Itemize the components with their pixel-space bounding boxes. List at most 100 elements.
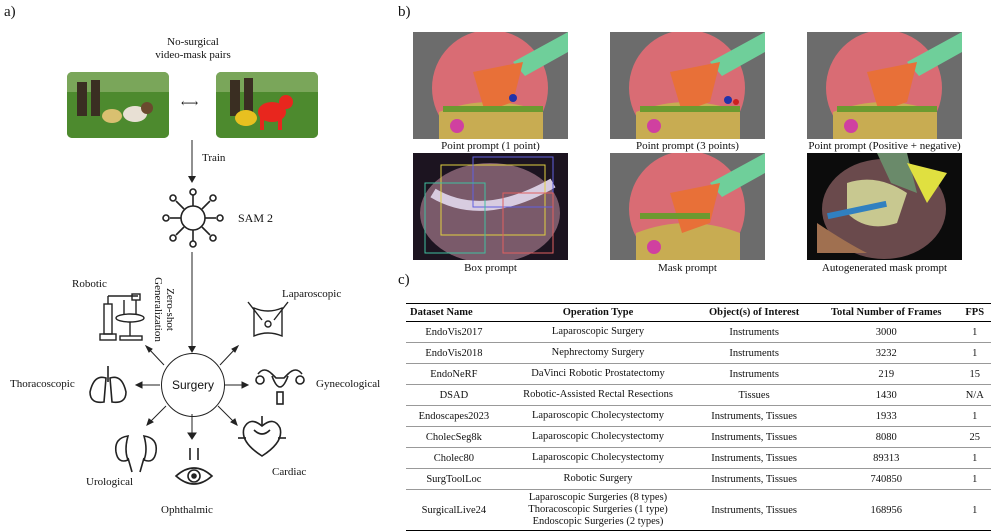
cell-operation-type: Laparoscopic Surgeries (8 types)Thoracos… (501, 489, 695, 531)
cell-dataset-name: EndoNeRF (406, 363, 502, 385)
video-frame-image (67, 72, 169, 138)
cell-objects: Instruments, Tissues (694, 447, 814, 469)
pairs-caption: No-surgical video-mask pairs (138, 36, 248, 62)
surgery-type-thoracoscopic: Thoracoscopic (10, 378, 75, 390)
cell-frames: 168956 (813, 489, 959, 531)
operation-type-line: Robotic-Assisted Rectal Resections (523, 389, 673, 400)
cell-objects: Instruments, Tissues (694, 468, 814, 490)
column-header-operation-type: Operation Type (501, 303, 695, 322)
robotic-surgery-icon (99, 293, 145, 341)
cell-fps: 1 (958, 321, 991, 343)
cell-operation-type: DaVinci Robotic Prostatectomy (501, 363, 695, 385)
cell-operation-type: Laparoscopic Surgery (501, 321, 695, 343)
operation-type-line: Thoracoscopic Surgeries (1 type) (528, 504, 668, 515)
train-label: Train (202, 152, 226, 164)
cell-frames: 3232 (813, 342, 959, 364)
kidneys-icon (114, 435, 158, 473)
surgery-type-ophthalmic: Ophthalmic (161, 504, 213, 516)
cell-fps: 15 (958, 363, 991, 385)
cell-dataset-name: CholecSeg8k (406, 426, 502, 448)
cell-frames: 8080 (813, 426, 959, 448)
cell-objects: Instruments, Tissues (694, 426, 814, 448)
point-prompt-positive-negative-image (807, 32, 962, 139)
prompt-caption-mask: Mask prompt (658, 262, 717, 274)
column-header-frames: Total Number of Frames (813, 303, 959, 322)
cell-objects: Instruments, Tissues (694, 489, 814, 531)
operation-type-line: Endoscopic Surgeries (2 types) (532, 516, 664, 527)
cell-dataset-name: SurgToolLoc (406, 468, 502, 490)
cell-operation-type: Robotic Surgery (501, 468, 695, 490)
surgery-type-robotic: Robotic (72, 278, 107, 290)
cell-objects: Tissues (694, 384, 814, 406)
zero-shot-label-container: Zero-shot Generalization (152, 262, 176, 352)
operation-type-line: Laparoscopic Surgery (551, 326, 645, 337)
operation-type-line: Nephrectomy Surgery (551, 347, 645, 358)
column-header-fps: FPS (958, 303, 991, 322)
panel-a-connectors (134, 140, 250, 440)
uterus-icon (255, 369, 305, 405)
bidirectional-arrow-icon: ⟷ (181, 96, 199, 110)
cell-dataset-name: Cholec80 (406, 447, 502, 469)
column-header-dataset-name: Dataset Name (406, 303, 502, 322)
prompt-caption-point-pos-neg: Point prompt (Positive + negative) (808, 140, 961, 152)
prompt-caption-box: Box prompt (464, 262, 517, 274)
surgery-type-cardiac: Cardiac (272, 466, 307, 478)
cell-objects: Instruments, Tissues (694, 405, 814, 427)
cell-frames: 1933 (813, 405, 959, 427)
eye-icon (174, 448, 214, 485)
cell-fps: 1 (958, 342, 991, 364)
lungs-icon (89, 366, 127, 404)
dataset-table: Dataset Name Operation Type Object(s) of… (406, 303, 991, 531)
cell-operation-type: Nephrectomy Surgery (501, 342, 695, 364)
cell-objects: Instruments (694, 321, 814, 343)
panel-b-label: b) (398, 4, 411, 20)
box-prompt-image (413, 153, 568, 260)
table-row: EndoVis2018 Nephrectomy Surgery Instrument… (406, 342, 991, 364)
cell-frames: 3000 (813, 321, 959, 343)
operation-type-line: Laparoscopic Surgeries (8 types) (528, 492, 668, 503)
cell-dataset-name: EndoVis2018 (406, 342, 502, 364)
sam2-network-icon (162, 188, 224, 248)
cell-operation-type: Laparoscopic Cholecystectomy (501, 426, 695, 448)
cell-operation-type: Laparoscopic Cholecystectomy (501, 405, 695, 427)
cell-fps: 1 (958, 405, 991, 427)
prompt-caption-autogenerated: Autogenerated mask prompt (821, 262, 948, 274)
cell-dataset-name: EndoVis2017 (406, 321, 502, 343)
column-header-objects: Object(s) of Interest (694, 303, 814, 322)
prompt-caption-point-3: Point prompt (3 points) (636, 140, 739, 152)
cell-fps: 1 (958, 468, 991, 490)
cell-objects: Instruments (694, 342, 814, 364)
cell-fps: 1 (958, 489, 991, 531)
cell-dataset-name: Endoscapes2023 (406, 405, 502, 427)
mask-prompt-image (610, 153, 765, 260)
cell-frames: 1430 (813, 384, 959, 406)
cell-frames: 219 (813, 363, 959, 385)
cell-frames: 89313 (813, 447, 959, 469)
cell-fps: N/A (958, 384, 991, 406)
prompt-caption-point-1: Point prompt (1 point) (441, 140, 540, 152)
cell-frames: 740850 (813, 468, 959, 490)
heart-icon (238, 416, 286, 457)
pairs-caption-line-2: video-mask pairs (155, 49, 231, 61)
pairs-caption-line-1: No-surgical (167, 36, 219, 48)
surgery-center-label: Surgery (171, 378, 215, 392)
video-mask-image (216, 72, 318, 138)
point-prompt-3-image (610, 32, 765, 139)
cell-fps: 1 (958, 447, 991, 469)
point-prompt-1-image (413, 32, 568, 139)
autogenerated-mask-image (807, 153, 962, 260)
surgery-circle: Surgery (161, 353, 225, 417)
cell-dataset-name: SurgicalLive24 (406, 489, 502, 531)
cell-operation-type: Robotic-Assisted Rectal Resections (501, 384, 695, 406)
table-row: EndoVis2017 Laparoscopic Surgery Instrumen… (406, 321, 991, 343)
panel-a-label: a) (4, 4, 16, 20)
cell-fps: 25 (958, 426, 991, 448)
surgery-type-laparoscopic: Laparoscopic (282, 288, 342, 300)
